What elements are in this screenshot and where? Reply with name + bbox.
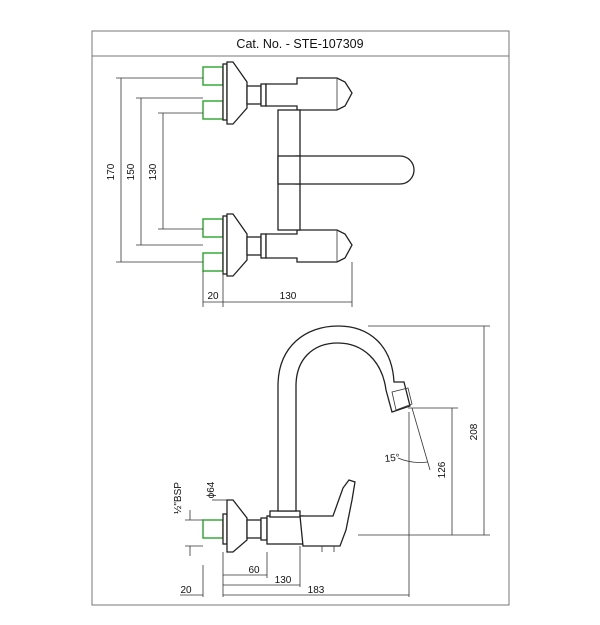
- inlet-connector-lower-inner: [202, 252, 224, 272]
- sheet-border: [91, 30, 510, 606]
- dimension-label-20-top: 20: [207, 291, 219, 302]
- catalog-number-title: Cat. No. - STE-107309: [236, 37, 363, 51]
- top-view-drawing: 170 150 130 20 130: [106, 61, 415, 307]
- dimension-label-170: 170: [106, 163, 117, 180]
- tap-body-upper: [265, 77, 353, 111]
- valve-body-side: [266, 515, 304, 545]
- spout-side-view: [277, 325, 411, 512]
- dimension-label-130-horizontal: 130: [280, 291, 297, 302]
- dimension-label-150: 150: [126, 163, 137, 180]
- angle-label-15-degree: 15°: [384, 452, 400, 465]
- dimension-label-208: 208: [469, 423, 480, 440]
- dimension-label-126: 126: [437, 461, 448, 478]
- inlet-connector-upper-inner: [202, 100, 224, 120]
- valve-flange-upper: [226, 61, 248, 125]
- valve-flange-lower: [226, 213, 248, 277]
- dimension-label-130-vertical: 130: [148, 163, 159, 180]
- valve-flange-side: [226, 499, 248, 553]
- pipe-diameter-label: ϕ64: [206, 481, 217, 498]
- dimension-label-20-side: 20: [180, 585, 192, 596]
- inlet-connector-side: [202, 519, 224, 539]
- inlet-connector-upper-outer: [202, 66, 224, 86]
- side-view-drawing: 208 126 15° ϕ64 ½"BSP 60 130 183 20: [173, 325, 490, 597]
- tap-body-lower: [265, 229, 353, 263]
- spout-top-view: [281, 155, 415, 185]
- dimension-label-60: 60: [248, 565, 260, 576]
- thread-size-label: ½"BSP: [173, 482, 184, 514]
- dimension-label-130-side: 130: [275, 575, 292, 586]
- lever-handle: [299, 479, 356, 547]
- inlet-connector-lower-outer: [202, 218, 224, 238]
- dimension-label-183: 183: [308, 585, 325, 596]
